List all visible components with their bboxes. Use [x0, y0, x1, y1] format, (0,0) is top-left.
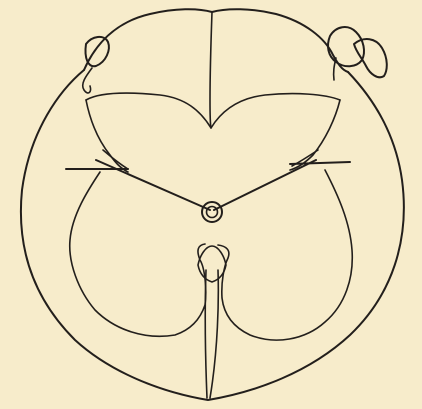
dorsal-horn-band: [86, 93, 340, 128]
outer-boundary: [21, 70, 404, 400]
central-canal-inner: [207, 207, 218, 218]
dorsal-column-outline: [84, 9, 348, 72]
right-anterior-horn: [218, 170, 352, 340]
right-dorsal-root-lobe: [354, 39, 387, 77]
central-canal: [202, 202, 222, 222]
left-commissure-line: [96, 160, 210, 210]
left-anterior-horn: [70, 172, 206, 336]
left-posterior-horn: [86, 100, 128, 172]
left-root-stem: [83, 68, 92, 93]
right-commissure-line: [214, 160, 316, 210]
ventral-fissure-line-right: [210, 270, 218, 398]
posterior-median-septum: [210, 12, 212, 128]
ventral-fissure-line-left: [205, 270, 207, 398]
right-dorsal-root-fragment: [328, 27, 364, 66]
left-horn-tip: [103, 150, 128, 169]
